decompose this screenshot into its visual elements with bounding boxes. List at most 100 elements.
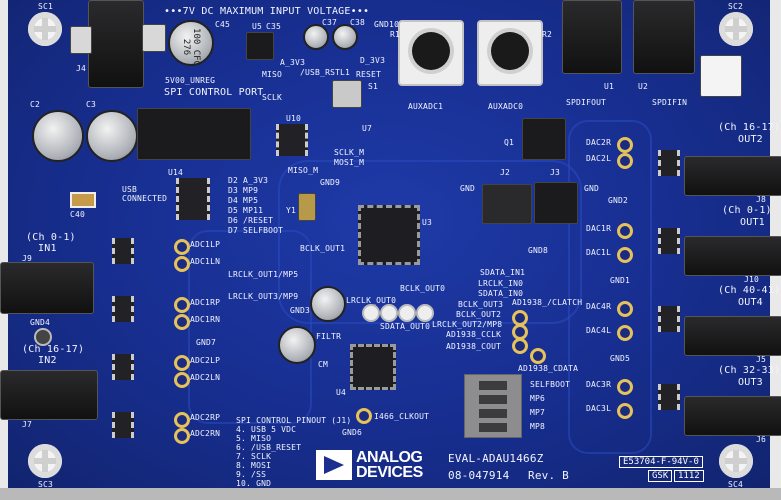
transistor-q1 — [522, 118, 566, 160]
label-usb-connected: USB CONNECTED — [122, 185, 168, 203]
input-jack-in1[interactable] — [0, 262, 94, 314]
header-j2[interactable] — [482, 184, 532, 224]
spi-pin: 4. USB 5 VDC — [236, 425, 297, 434]
test-point[interactable] — [416, 304, 434, 322]
label-j9: J9 — [22, 254, 33, 263]
test-point[interactable] — [362, 304, 380, 322]
spi-pin: 8. MOSI — [236, 461, 272, 470]
label-out1-channels: (Ch 0-1) — [722, 205, 772, 216]
label-sclk-m: SCLK_M — [334, 148, 365, 157]
dip-toggle[interactable] — [479, 395, 507, 404]
test-point[interactable] — [380, 304, 398, 322]
spi-pin: 10. GND — [236, 479, 272, 488]
dip-toggle[interactable] — [479, 381, 507, 390]
led-label: D2 A_3V3 — [228, 176, 269, 185]
label-lrclk-out2: LRCLK_OUT2/MP8 — [432, 320, 503, 329]
reset-button[interactable] — [332, 80, 362, 108]
potentiometer-r1[interactable] — [398, 20, 464, 86]
selfboot-dip-switch[interactable] — [464, 374, 522, 438]
output-jack-out1[interactable] — [684, 236, 781, 276]
label-gnd1: GND1 — [610, 276, 631, 285]
test-point-dac4r[interactable] — [617, 301, 633, 317]
test-point-dac2l[interactable] — [617, 153, 633, 169]
output-jack-out3[interactable] — [684, 396, 781, 436]
capacitor-c37 — [303, 24, 329, 50]
label-j4: J4 — [76, 64, 87, 73]
label-gnd-right: GND — [584, 184, 600, 193]
label-u7: U7 — [362, 124, 373, 133]
test-point-adc1rn[interactable] — [174, 314, 190, 330]
label-out4-channels: (Ch 40-41) — [718, 285, 781, 296]
label-r1: R1 — [390, 30, 401, 39]
test-point-adc2ln[interactable] — [174, 372, 190, 388]
label-u10: U10 — [286, 114, 302, 123]
label-sdata-in1: SDATA_IN1 — [480, 268, 526, 277]
potentiometer-r2[interactable] — [477, 20, 543, 86]
label-dac4l: DAC4L — [586, 326, 612, 335]
connector — [70, 26, 92, 54]
test-point-adc1ln[interactable] — [174, 256, 190, 272]
status-led: D3 MP9 — [228, 186, 283, 195]
test-point-adc2lp[interactable] — [174, 355, 190, 371]
test-point-dac3l[interactable] — [617, 403, 633, 419]
test-point-adc1lp[interactable] — [174, 239, 190, 255]
label-dac2r: DAC2R — [586, 138, 612, 147]
label-j6: J6 — [756, 435, 767, 444]
test-point-cdata[interactable] — [530, 348, 546, 364]
test-point-cout[interactable] — [512, 338, 528, 354]
test-point[interactable] — [398, 304, 416, 322]
test-point-dac1l[interactable] — [617, 247, 633, 263]
label-adc1ln: ADC1LN — [190, 257, 221, 266]
label-out1: OUT1 — [740, 217, 765, 228]
label-bclk-out0: BCLK_OUT0 — [400, 284, 446, 293]
test-point-adc2rn[interactable] — [174, 428, 190, 444]
output-jack-out2[interactable] — [684, 156, 781, 196]
ic-u13 — [658, 150, 680, 176]
dip-toggle[interactable] — [479, 409, 507, 418]
label-c40: C40 — [70, 210, 86, 219]
label-u4: U4 — [336, 388, 347, 397]
dip-toggle[interactable] — [479, 423, 507, 432]
test-point-adc2rp[interactable] — [174, 412, 190, 428]
ic-u11 — [658, 384, 680, 410]
label-mp8: MP8 — [530, 422, 546, 431]
test-point-dac2r[interactable] — [617, 137, 633, 153]
label-spdifout: SPDIFOUT — [566, 98, 607, 107]
brand-line1: ANALOG — [356, 449, 423, 466]
output-jack-out4[interactable] — [684, 316, 781, 356]
label-ch16-17: (Ch 16-17) — [22, 344, 85, 355]
spdif-input-jack[interactable] — [633, 0, 695, 74]
label-l1: L1 — [340, 68, 351, 77]
header-j3[interactable] — [534, 182, 578, 224]
spi-header-j1[interactable] — [137, 108, 251, 160]
label-r2: R2 — [542, 30, 553, 39]
test-point-dac1r[interactable] — [617, 223, 633, 239]
label-mosi-m: MOSI_M — [334, 158, 365, 167]
label-miso-m: MISO_M — [288, 166, 319, 175]
label-ad1938-cdata: AD1938_CDATA — [518, 364, 579, 373]
label-out2: OUT2 — [738, 134, 763, 145]
capacitor-c40 — [70, 192, 96, 208]
trace — [278, 160, 582, 324]
spdif-output-jack[interactable] — [562, 0, 622, 74]
brand-line2: DEVICES — [356, 464, 423, 481]
led-label: D5 MP11 — [228, 206, 264, 215]
label-c38: C38 — [350, 18, 366, 27]
test-point-dac4l[interactable] — [617, 325, 633, 341]
label-j3: J3 — [550, 168, 561, 177]
label-u1: U1 — [604, 82, 615, 91]
power-jack[interactable] — [88, 0, 144, 88]
capacitor-c38 — [332, 24, 358, 50]
test-point-adc1rp[interactable] — [174, 297, 190, 313]
status-led: D5 MP11 — [228, 206, 283, 215]
input-jack-in2[interactable] — [0, 370, 98, 420]
status-led: D6 /RESET — [228, 216, 283, 225]
test-point-dac3r[interactable] — [617, 379, 633, 395]
spi-pinout-title: SPI CONTROL PINOUT (J1) — [236, 416, 352, 425]
label-i466-clkout: I466_CLKOUT — [374, 412, 430, 421]
status-led: D7 SELFBOOT — [228, 226, 283, 235]
test-point-clkout[interactable] — [356, 408, 372, 424]
label-mp7: MP7 — [530, 408, 546, 417]
led-label: D4 MP5 — [228, 196, 259, 205]
test-point-gnd4[interactable] — [34, 328, 52, 346]
